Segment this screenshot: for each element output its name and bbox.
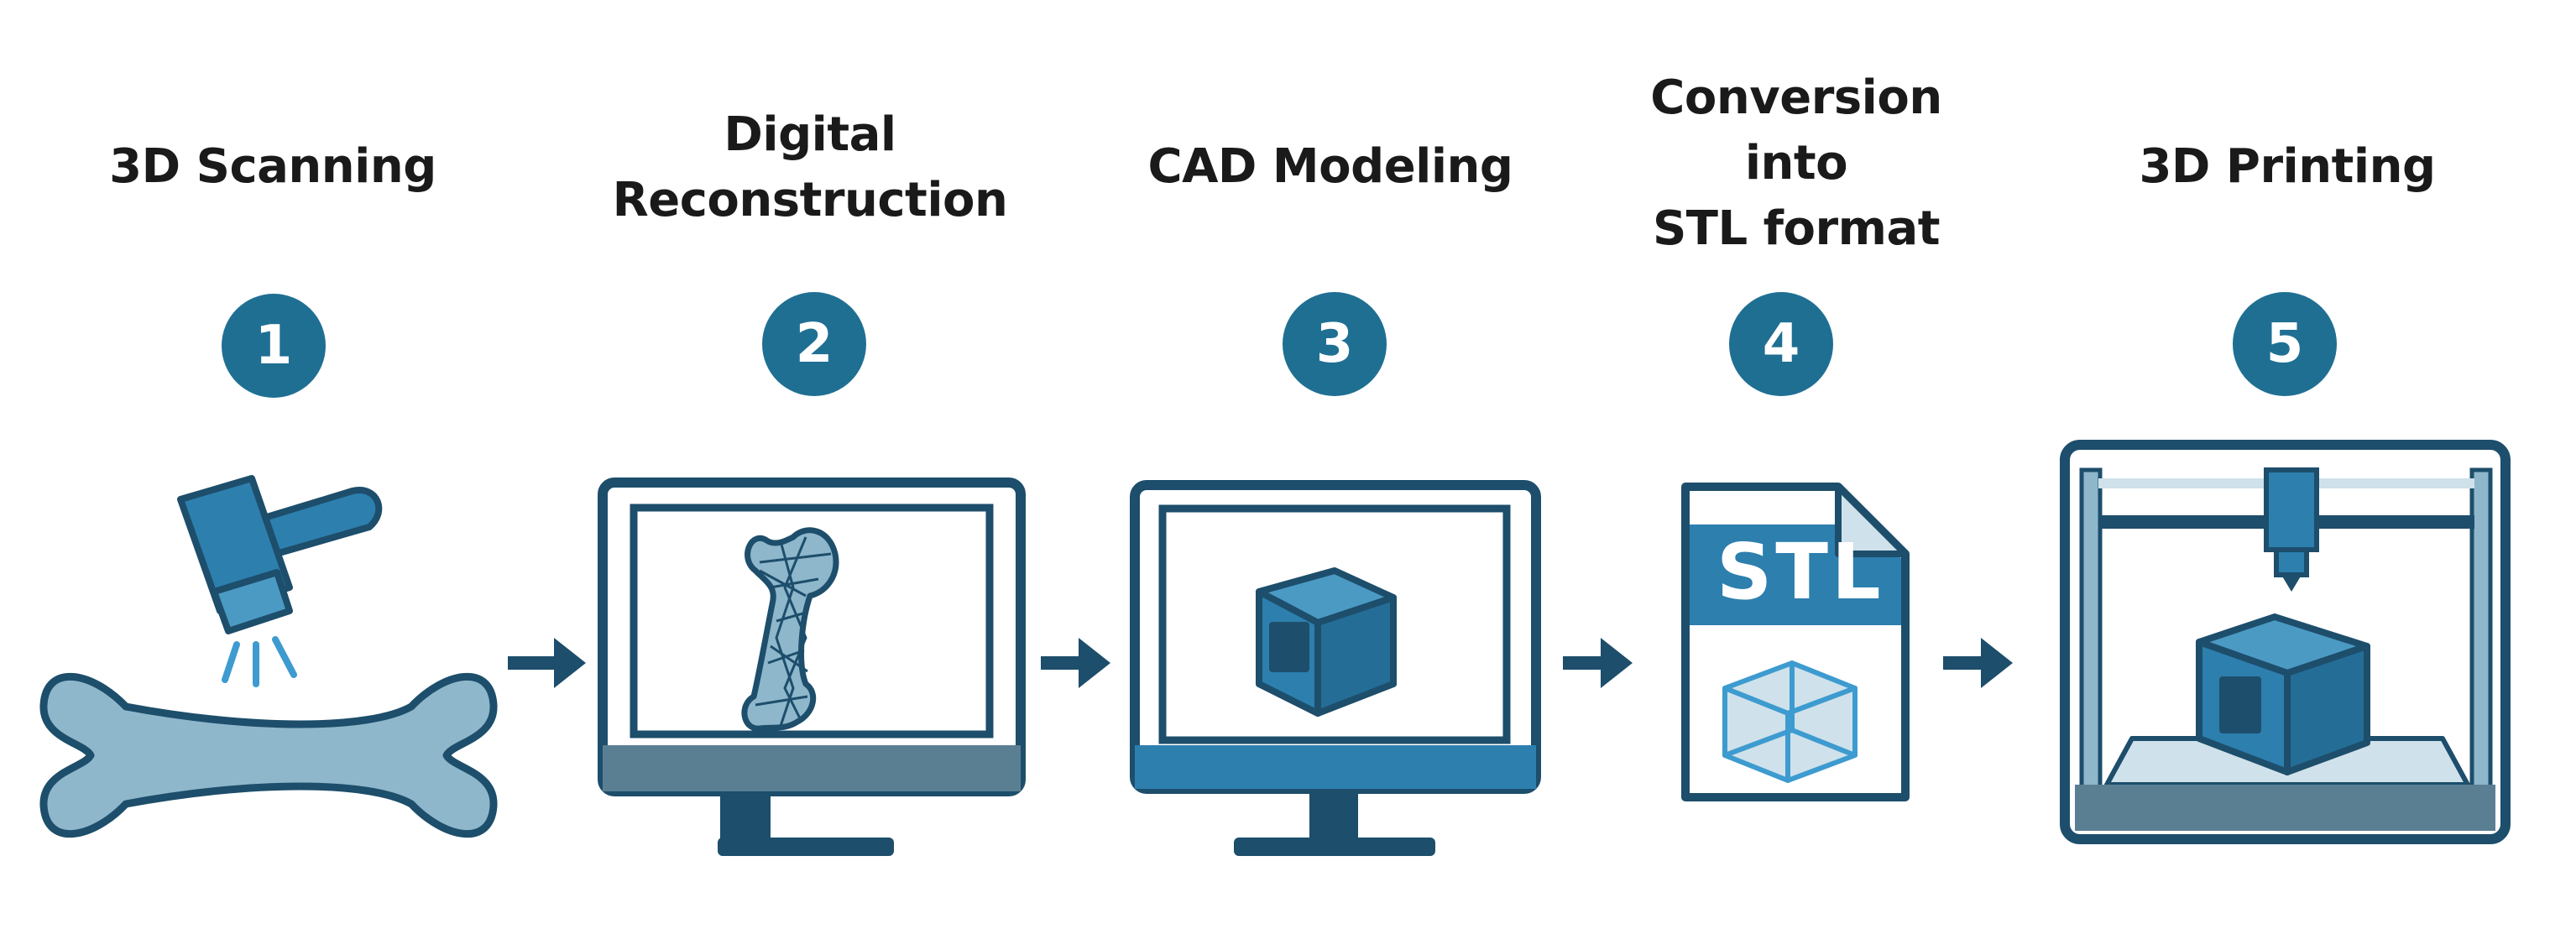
- arrow-right-icon: [1943, 638, 2013, 688]
- bone-mesh-icon: [741, 527, 839, 732]
- step-4-title-line-3: STL format: [1652, 201, 1941, 256]
- arrow-right-icon: [1041, 638, 1110, 688]
- step-3-badge: 3: [1283, 292, 1387, 396]
- scan-beam-icon: [222, 636, 297, 687]
- step-3-title: CAD Modeling: [1116, 134, 1544, 200]
- stl-file-label: STL: [1716, 527, 1884, 617]
- bone-icon: [39, 672, 498, 838]
- arrow-right-icon: [508, 638, 586, 688]
- step-5-badge: 5: [2233, 292, 2337, 396]
- step-5-title: 3D Printing: [2082, 134, 2493, 200]
- step-5-title-line-1: 3D Printing: [2139, 139, 2436, 194]
- bone-scanner-icon: [39, 475, 498, 838]
- step-3-title-line-1: CAD Modeling: [1147, 139, 1513, 194]
- stl-file-icon: [1681, 483, 1910, 801]
- cube-icon: [1256, 567, 1397, 717]
- step-4-title: Conversion into STL format: [1612, 65, 1981, 262]
- step-4-title-line-2: into: [1744, 136, 1848, 190]
- step-4-badge: 4: [1729, 292, 1833, 396]
- 3d-printer-icon: [2060, 440, 2511, 844]
- monitor-cube-icon: [1130, 480, 1541, 856]
- step-1-title: 3D Scanning: [67, 134, 478, 200]
- scanner-icon: [177, 475, 383, 634]
- printed-cube-icon: [2196, 613, 2370, 775]
- monitor-bone-mesh-icon: [598, 478, 1026, 856]
- step-1-title-line-1: 3D Scanning: [109, 139, 436, 194]
- step-4-title-line-1: Conversion: [1650, 70, 1942, 125]
- step-1-badge: 1: [222, 294, 326, 398]
- wireframe-cube-icon: [1722, 660, 1858, 783]
- step-2-title-line-2: Reconstruction: [612, 173, 1008, 227]
- step-2-title-line-1: Digital: [724, 107, 896, 162]
- step-2-badge: 2: [762, 292, 866, 396]
- step-2-title: Digital Reconstruction: [600, 102, 1020, 233]
- arrow-right-icon: [1563, 638, 1633, 688]
